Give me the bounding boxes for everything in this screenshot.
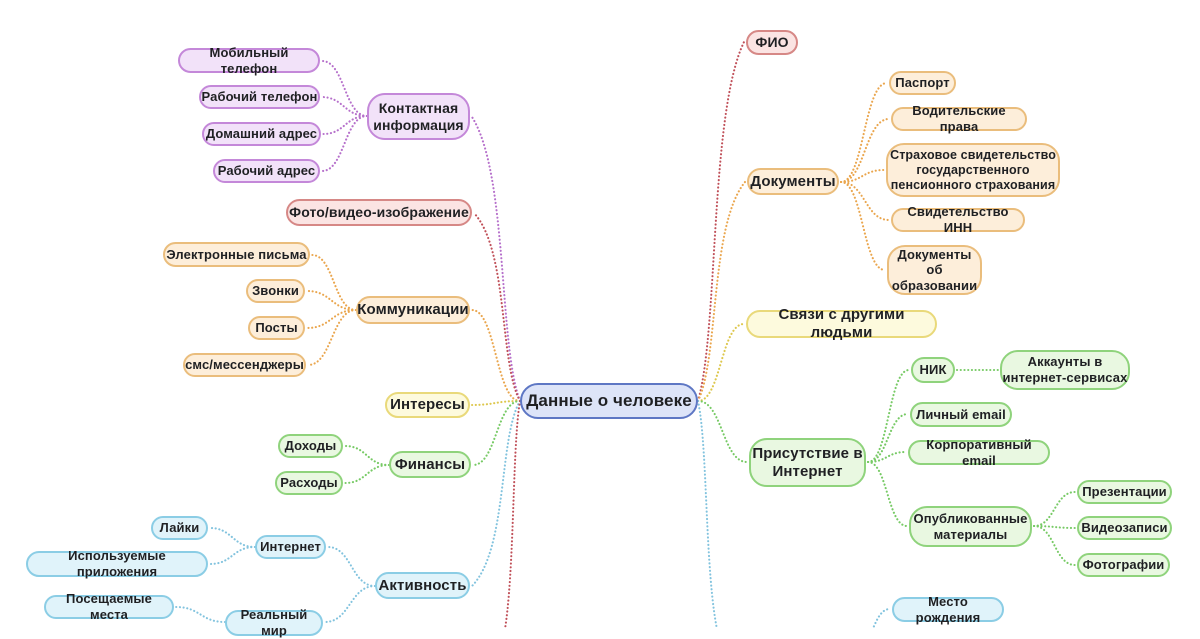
mindmap-edge [866,412,910,464]
mindmap-edge [305,289,358,312]
mindmap-edge [696,180,747,403]
mindmap-node-posts[interactable]: Посты [248,316,305,340]
mindmap-edge [470,399,522,588]
mindmap-node-activity[interactable]: Активность [375,572,470,599]
mindmap-edge [839,81,889,184]
mindmap-node-real-world[interactable]: Реальный мир [225,607,323,638]
mindmap-node-photos[interactable]: Фотографии [1077,553,1170,577]
mindmap-node-drivers-license[interactable]: Водительские права [891,103,1027,134]
mindmap-edge [208,545,257,566]
mindmap-edge [470,308,522,403]
mindmap-edge [696,322,746,403]
mindmap-edge [696,40,746,403]
mindmap-edge [343,463,391,485]
mindmap-edge [839,117,891,184]
mindmap-node-photo-video[interactable]: Фото/видео-изображение [286,199,472,226]
mindmap-edge [306,308,358,367]
mindmap-node-presentations[interactable]: Презентации [1077,480,1172,504]
mindmap-node-income[interactable]: Доходы [278,434,343,458]
mindmap-node-education-docs[interactable]: Документы об образовании [887,245,982,295]
mindmap-node-work-address[interactable]: Рабочий адрес [213,159,320,183]
mindmap-node-pension-insurance[interactable]: Страховое свидетельство государственного… [886,143,1060,197]
mindmap-edge [504,399,522,628]
mindmap-edge [472,211,522,403]
mindmap-node-sms-messengers[interactable]: смс/мессенджеры [183,353,306,377]
mindmap-node-contact-info[interactable]: Контактная информация [367,93,470,140]
mindmap-node-used-apps[interactable]: Используемые приложения [26,548,208,579]
mindmap-edge [696,399,718,628]
mindmap-node-internet-presence[interactable]: Присутствие в Интернет [749,438,866,487]
mindmap-node-birthplace[interactable]: Место рождения [892,594,1004,625]
mindmap-edge [696,399,749,464]
mindmap-node-published-materials[interactable]: Опубликованные материалы [909,506,1032,547]
mindmap-node-passport[interactable]: Паспорт [889,71,956,95]
mindmap-edge [323,584,377,624]
mindmap-node-full-name[interactable]: ФИО [746,30,798,55]
mindmap-edge [839,180,891,222]
mindmap-edge [471,399,522,467]
mindmap-node-inn-certificate[interactable]: Свидетельство ИНН [891,204,1025,235]
mindmap-node-likes[interactable]: Лайки [151,516,208,540]
mindmap-edge [839,168,886,184]
mindmap-node-visited-places[interactable]: Посещаемые места [44,591,174,622]
mindmap-node-personal-email[interactable]: Личный email [910,402,1012,427]
mindmap-node-communications[interactable]: Коммуникации [356,296,470,324]
mindmap-edge [320,59,369,118]
mindmap-node-work-phone[interactable]: Рабочий телефон [199,85,320,109]
mindmap-node-home-address[interactable]: Домашний адрес [202,122,321,146]
mindmap-edge [320,114,369,173]
mindmap-edge [470,115,522,403]
mindmap-node-corporate-email[interactable]: Корпоративный email [908,437,1050,468]
mindmap-node-internet[interactable]: Интернет [255,535,326,559]
mindmap-edge [1032,524,1077,567]
mindmap-edge [1032,490,1077,528]
mindmap-node-relations[interactable]: Связи с другими людьми [746,306,937,341]
mindmap-edge [310,253,358,312]
mindmap-edge [208,526,257,549]
mindmap-node-interests[interactable]: Интересы [385,392,470,418]
mindmap-node-nickname[interactable]: НИК [911,357,955,383]
mindmap-edge [839,180,887,272]
mindmap-edge [866,368,911,464]
mindmap-node-expenses[interactable]: Расходы [275,471,343,495]
mindmap-edge [866,450,908,464]
mindmap-edge [305,308,358,330]
mindmap-edge [319,95,369,118]
mindmap-edge [174,605,227,624]
mindmap-node-documents[interactable]: Документы [747,168,839,195]
mindmap-edge [343,444,391,467]
mindmap-edge [321,114,369,136]
mindmap-node-emails[interactable]: Электронные письма [163,242,310,267]
mindmap-node-videos[interactable]: Видеозаписи [1077,516,1172,540]
mindmap-node-mobile-phone[interactable]: Мобильный телефон [178,45,320,76]
mindmap-edge [326,545,377,588]
mindmap-edge [469,399,522,407]
mindmap-node-finance[interactable]: Финансы [389,451,471,478]
mindmap-node-calls[interactable]: Звонки [246,279,305,303]
mindmap-node-internet-accounts[interactable]: Аккаунты в интернет-сервисах [1000,350,1130,390]
mindmap-root-node[interactable]: Данные о человеке [520,383,698,419]
